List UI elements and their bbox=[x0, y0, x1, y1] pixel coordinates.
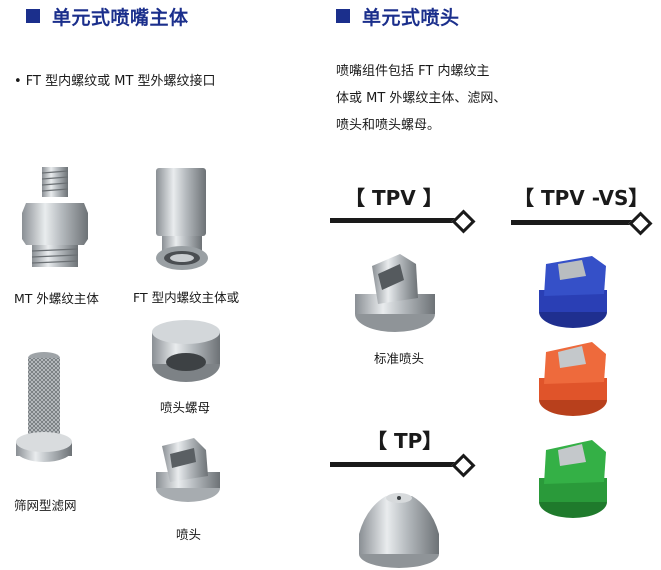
blue-tip-image bbox=[539, 256, 607, 328]
green-tip-image bbox=[539, 440, 607, 518]
right-section-title: 单元式喷头 bbox=[336, 4, 460, 29]
tip-caption: 喷头 bbox=[176, 527, 202, 542]
tpv-divider bbox=[330, 218, 458, 223]
title-square-icon bbox=[26, 9, 40, 23]
description: 喷嘴组件包括 FT 内螺纹主 体或 MT 外螺纹主体、滤网、 喷头和喷头螺母。 bbox=[336, 58, 526, 139]
interface-bullet: • FT 型内螺纹或 MT 型外螺纹接口 bbox=[14, 74, 216, 89]
tpv-vs-diamond-icon bbox=[628, 211, 653, 236]
description-line: 喷头和喷头螺母。 bbox=[336, 118, 441, 133]
description-line: 喷嘴组件包括 FT 内螺纹主 bbox=[336, 64, 490, 79]
left-section-title-text: 单元式喷嘴主体 bbox=[52, 6, 189, 29]
tpv-standard-tip-image bbox=[355, 254, 435, 332]
description-line: 体或 MT 外螺纹主体、滤网、 bbox=[336, 91, 507, 106]
tp-title: 【 TP】 bbox=[367, 429, 443, 453]
tip-image bbox=[156, 438, 220, 502]
nut-image bbox=[152, 320, 220, 382]
standard-tip-caption: 标准喷头 bbox=[374, 351, 425, 366]
mt-body-image bbox=[22, 167, 88, 267]
right-section-title-text: 单元式喷头 bbox=[362, 6, 460, 29]
title-square-icon bbox=[336, 9, 350, 23]
strainer-caption: 筛网型滤网 bbox=[14, 498, 77, 513]
nut-caption: 喷头螺母 bbox=[160, 400, 211, 415]
orange-tip-image bbox=[539, 342, 607, 416]
tp-diamond-icon bbox=[451, 453, 476, 478]
ft-body-caption: FT 型内螺纹主体或 bbox=[133, 290, 240, 305]
tpv-diamond-icon bbox=[451, 209, 476, 234]
strainer-image bbox=[16, 352, 72, 462]
tp-divider bbox=[330, 462, 458, 467]
mt-body-caption: MT 外螺纹主体 bbox=[14, 291, 99, 306]
left-section-title: 单元式喷嘴主体 bbox=[26, 4, 189, 29]
ft-body-image bbox=[156, 168, 208, 270]
tp-tip-image bbox=[359, 493, 439, 568]
tpv-vs-divider bbox=[511, 220, 635, 225]
tpv-title: 【 TPV 】 bbox=[345, 186, 443, 210]
tpv-vs-title: 【 TPV -VS】 bbox=[514, 186, 649, 210]
